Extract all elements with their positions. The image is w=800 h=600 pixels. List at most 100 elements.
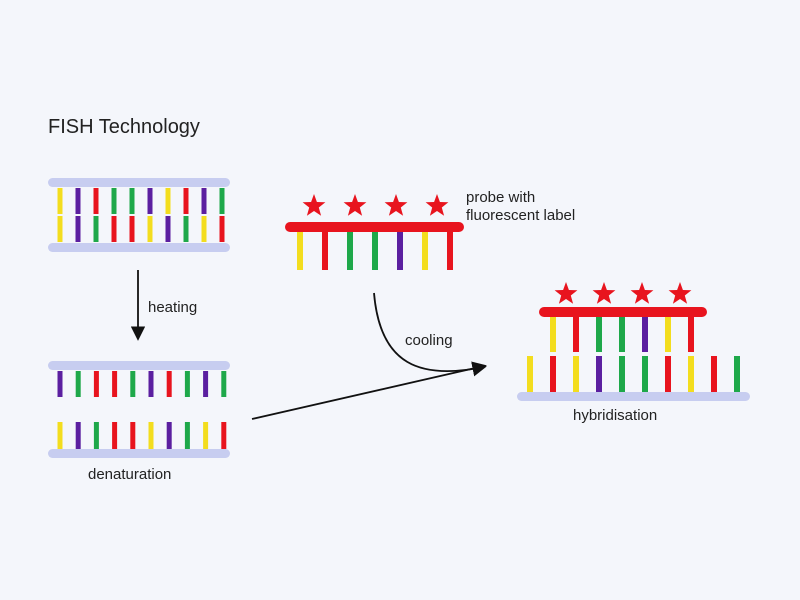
star-icon xyxy=(630,282,654,304)
hybrid-probe-base xyxy=(665,317,671,352)
strand-top-base xyxy=(75,371,81,397)
dna-base-lower xyxy=(57,216,63,242)
strand-bottom-base xyxy=(130,422,136,449)
strand-bottom-base xyxy=(148,422,154,449)
star-icon xyxy=(668,282,692,304)
dna-base-lower xyxy=(219,216,225,242)
dna-backbone-top xyxy=(48,178,230,187)
hybrid-probe-base xyxy=(619,317,625,352)
probe-base xyxy=(297,232,303,270)
hybrid-target-base xyxy=(711,356,717,392)
strand-top-bases xyxy=(57,371,227,397)
star-icon xyxy=(384,194,408,216)
probe-base xyxy=(397,232,403,270)
dna-base-upper xyxy=(147,188,153,214)
star-icon xyxy=(554,282,578,304)
hybrid-target-base xyxy=(550,356,556,392)
probe-backbone xyxy=(285,222,464,232)
dna-lower-bases xyxy=(57,216,225,242)
strand-bottom-backbone xyxy=(48,449,230,458)
dna-base-lower xyxy=(183,216,189,242)
denatured-dna xyxy=(48,361,230,458)
hybrid-target-base xyxy=(688,356,694,392)
strand-top-base xyxy=(93,371,99,397)
dna-base-upper xyxy=(165,188,171,214)
dna-base-upper xyxy=(129,188,135,214)
probe-label-line2: fluorescent label xyxy=(466,207,575,224)
hybrid-target-base xyxy=(665,356,671,392)
heating-label: heating xyxy=(148,299,197,316)
strand-bottom-base xyxy=(166,422,172,449)
strand-top-base xyxy=(221,371,227,397)
strand-bottom-bases xyxy=(57,422,227,449)
probe-base xyxy=(422,232,428,270)
dna-backbone-bottom xyxy=(48,243,230,252)
hybrid-target-bases xyxy=(527,356,740,392)
hybrid-target-backbone xyxy=(517,392,750,401)
strand-bottom-base xyxy=(93,422,99,449)
dna-upper-bases xyxy=(57,188,225,214)
hybrid-probe-base xyxy=(642,317,648,352)
diagram-title: FISH Technology xyxy=(48,116,200,138)
strand-bottom-base xyxy=(203,422,209,449)
dna-base-upper xyxy=(183,188,189,214)
strand-bottom-base xyxy=(57,422,63,449)
dna-base-lower xyxy=(93,216,99,242)
denaturation-label: denaturation xyxy=(88,466,171,483)
hybrid-probe-stars xyxy=(554,282,692,304)
strand-top-backbone xyxy=(48,361,230,370)
hybrid-probe-base xyxy=(596,317,602,352)
dna-base-upper xyxy=(111,188,117,214)
dna-base-upper xyxy=(201,188,207,214)
strand-bottom-base xyxy=(184,422,190,449)
probe xyxy=(285,194,464,270)
dna-base-lower xyxy=(75,216,81,242)
hybrid-target-base xyxy=(642,356,648,392)
probe-base xyxy=(347,232,353,270)
dna-base-upper xyxy=(57,188,63,214)
probe-base xyxy=(447,232,453,270)
denatured-to-hybrid-arrow xyxy=(251,361,487,420)
hybrid-target-base xyxy=(734,356,740,392)
strand-top-base xyxy=(166,371,172,397)
dna-base-lower xyxy=(201,216,207,242)
hybrid-probe-base xyxy=(550,317,556,352)
star-icon xyxy=(343,194,367,216)
star-icon xyxy=(302,194,326,216)
dna-base-lower xyxy=(147,216,153,242)
dna-base-lower xyxy=(129,216,135,242)
strand-top-base xyxy=(184,371,190,397)
hybrid-probe-bases xyxy=(550,317,694,352)
hybrid-target-base xyxy=(596,356,602,392)
star-icon xyxy=(592,282,616,304)
hybridised-complex xyxy=(517,282,750,401)
probe-base xyxy=(322,232,328,270)
star-icon xyxy=(425,194,449,216)
probe-label-line1: probe with xyxy=(466,189,535,206)
strand-top-base xyxy=(130,371,136,397)
dna-base-upper xyxy=(75,188,81,214)
hybrid-target-base xyxy=(573,356,579,392)
strand-bottom-base xyxy=(221,422,227,449)
double-stranded-dna xyxy=(48,178,230,252)
hybridisation-label: hybridisation xyxy=(573,407,657,424)
hybrid-probe-base xyxy=(688,317,694,352)
probe-base xyxy=(372,232,378,270)
strand-top-base xyxy=(112,371,118,397)
strand-top-base xyxy=(203,371,209,397)
dna-base-lower xyxy=(165,216,171,242)
cooling-label: cooling xyxy=(405,332,453,349)
strand-top-base xyxy=(148,371,154,397)
dna-base-lower xyxy=(111,216,117,242)
strand-bottom-base xyxy=(112,422,118,449)
cooling-arrow xyxy=(373,292,487,377)
hybrid-target-base xyxy=(527,356,533,392)
hybrid-probe-backbone xyxy=(539,307,707,317)
strand-bottom-base xyxy=(75,422,81,449)
strand-top-base xyxy=(57,371,63,397)
hybrid-probe-base xyxy=(573,317,579,352)
probe-bases xyxy=(297,232,453,270)
probe-stars xyxy=(302,194,449,216)
hybrid-target-base xyxy=(619,356,625,392)
